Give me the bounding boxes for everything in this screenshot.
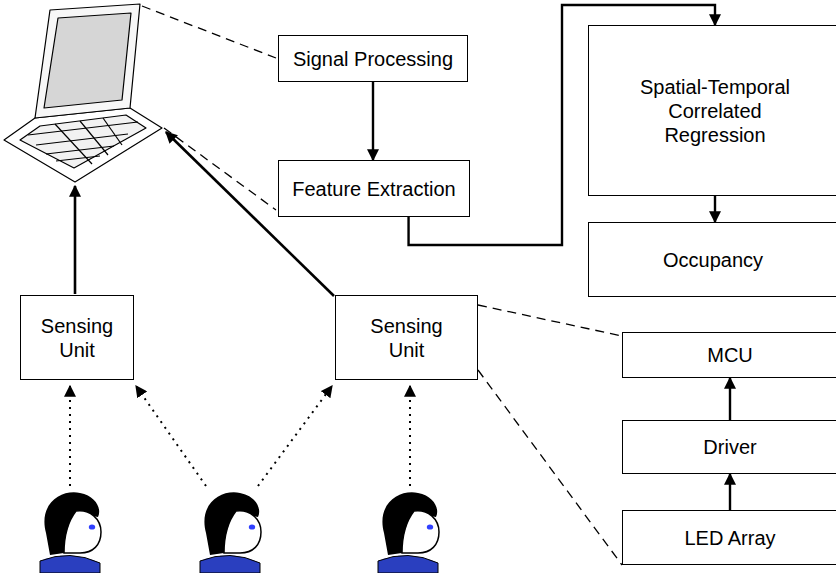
zoom-lead-lines (142, 6, 276, 210)
node-label: LED Array (684, 526, 775, 550)
zoom-lead-line (478, 370, 622, 565)
sensing-unit-box: Sensing Unit (335, 295, 478, 380)
process-box: Spatial-Temporal Correlated Regression (588, 25, 836, 196)
sensing-unit-box: Sensing Unit (20, 295, 134, 380)
flow-arrow (729, 378, 731, 420)
flow-arrow (729, 474, 731, 510)
hardware-box: MCU (622, 332, 836, 378)
node-label: Sensing Unit (32, 314, 122, 362)
flow-arrow (714, 196, 716, 222)
flow-arrow (372, 82, 374, 160)
zoom-lead-line (478, 305, 622, 336)
node-label: Spatial-Temporal Correlated Regression (620, 75, 810, 147)
sensing-arrows (70, 386, 410, 486)
output-box: Occupancy (588, 222, 836, 297)
node-label: MCU (707, 343, 753, 367)
process-box: Feature Extraction (278, 160, 470, 217)
node-label: Signal Processing (293, 47, 453, 71)
person-icon (40, 492, 101, 573)
node-label: Driver (703, 435, 756, 459)
laptop-icon (4, 4, 162, 182)
hardware-box: Driver (622, 420, 836, 474)
node-label: Occupancy (663, 248, 763, 272)
hardware-box: LED Array (622, 510, 836, 565)
person-icon (200, 492, 261, 573)
person-icon (378, 492, 439, 573)
node-label: Sensing Unit (362, 314, 452, 362)
process-box: Signal Processing (278, 35, 468, 82)
node-label: Feature Extraction (292, 177, 455, 201)
